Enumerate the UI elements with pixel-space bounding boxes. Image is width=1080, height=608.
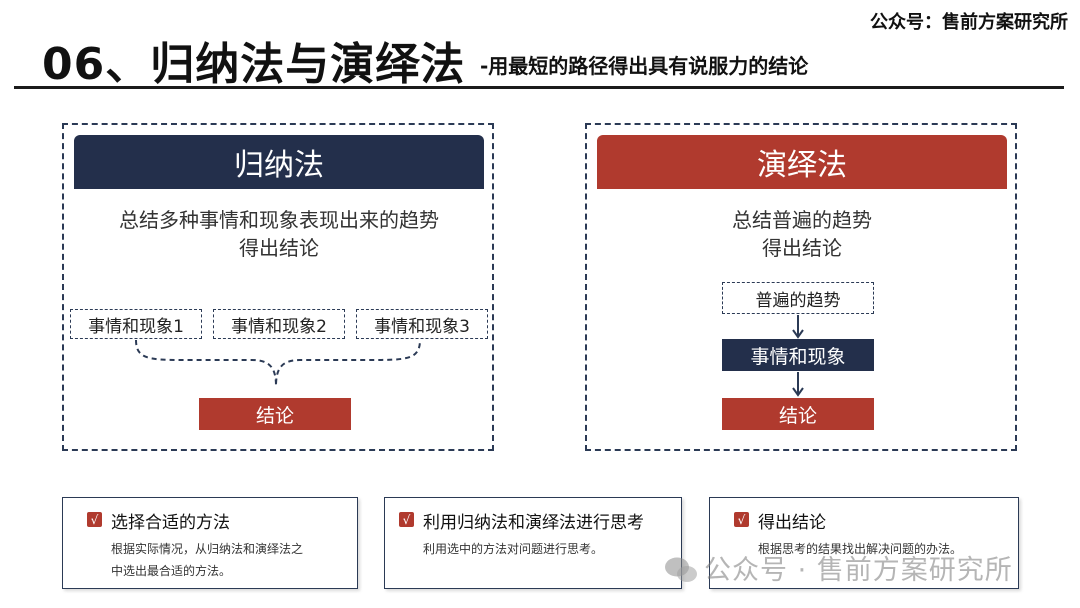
step-card-think: √ 利用归纳法和演绎法进行思考 利用选中的方法对问题进行思考。	[384, 497, 682, 589]
check-icon: √	[87, 512, 102, 527]
general-trend-box: 普遍的趋势	[722, 282, 874, 314]
deduction-heading: 演绎法	[597, 135, 1007, 189]
step-card-text-line2: 中选出最合适的方法。	[111, 564, 232, 578]
step-card-choose-method: √ 选择合适的方法 根据实际情况，从归纳法和演绎法之 中选出最合适的方法。	[62, 497, 358, 589]
induction-conclusion: 结论	[199, 398, 351, 430]
step-card-title: 利用归纳法和演绎法进行思考	[423, 513, 644, 533]
step-card-text-line1: 根据实际情况，从归纳法和演绎法之	[111, 542, 304, 556]
watermark: 公众号 · 售前方案研究所	[664, 548, 1013, 587]
watermark-text: 公众号 · 售前方案研究所	[704, 555, 1013, 586]
induction-desc-line1: 总结多种事情和现象表现出来的趋势	[119, 208, 439, 232]
step-card-title: 得出结论	[758, 513, 826, 533]
induction-description: 总结多种事情和现象表现出来的趋势 得出结论	[74, 206, 484, 262]
deduction-desc-line2: 得出结论	[762, 236, 842, 260]
arrow-down-icon	[792, 372, 804, 397]
step-card-conclude: √ 得出结论 根据思考的结果找出解决问题的办法。	[709, 497, 1019, 589]
page-subtitle: -用最短的路径得出具有说服力的结论	[480, 54, 809, 78]
wechat-icon	[665, 557, 697, 582]
induction-desc-line2: 得出结论	[239, 236, 319, 260]
induction-heading: 归纳法	[74, 135, 484, 189]
page-title: 06、归纳法与演绎法	[42, 39, 466, 90]
event-box-1: 事情和现象1	[70, 309, 202, 339]
check-icon: √	[734, 512, 749, 527]
deduction-desc-line1: 总结普遍的趋势	[732, 208, 872, 232]
deduction-panel	[585, 123, 1017, 451]
deduction-description: 总结普遍的趋势 得出结论	[597, 206, 1007, 262]
title-divider	[14, 86, 1064, 89]
step-card-text-line1: 利用选中的方法对问题进行思考。	[423, 542, 604, 556]
induction-panel	[62, 123, 494, 451]
event-box-3: 事情和现象3	[356, 309, 488, 339]
deduction-conclusion: 结论	[722, 398, 874, 430]
step-card-text: 利用选中的方法对问题进行思考。	[423, 538, 673, 560]
brand-label: 公众号：售前方案研究所	[870, 12, 1068, 33]
event-box-2: 事情和现象2	[213, 309, 345, 339]
arrow-down-icon	[792, 315, 804, 339]
step-card-title: 选择合适的方法	[111, 513, 230, 533]
check-icon: √	[399, 512, 414, 527]
phenomenon-box: 事情和现象	[722, 339, 874, 371]
step-card-text: 根据实际情况，从归纳法和演绎法之 中选出最合适的方法。	[111, 538, 351, 582]
step-card-text-line1: 根据思考的结果找出解决问题的办法。	[758, 542, 963, 556]
step-card-text: 根据思考的结果找出解决问题的办法。	[758, 538, 1008, 560]
merge-brace	[135, 339, 421, 387]
